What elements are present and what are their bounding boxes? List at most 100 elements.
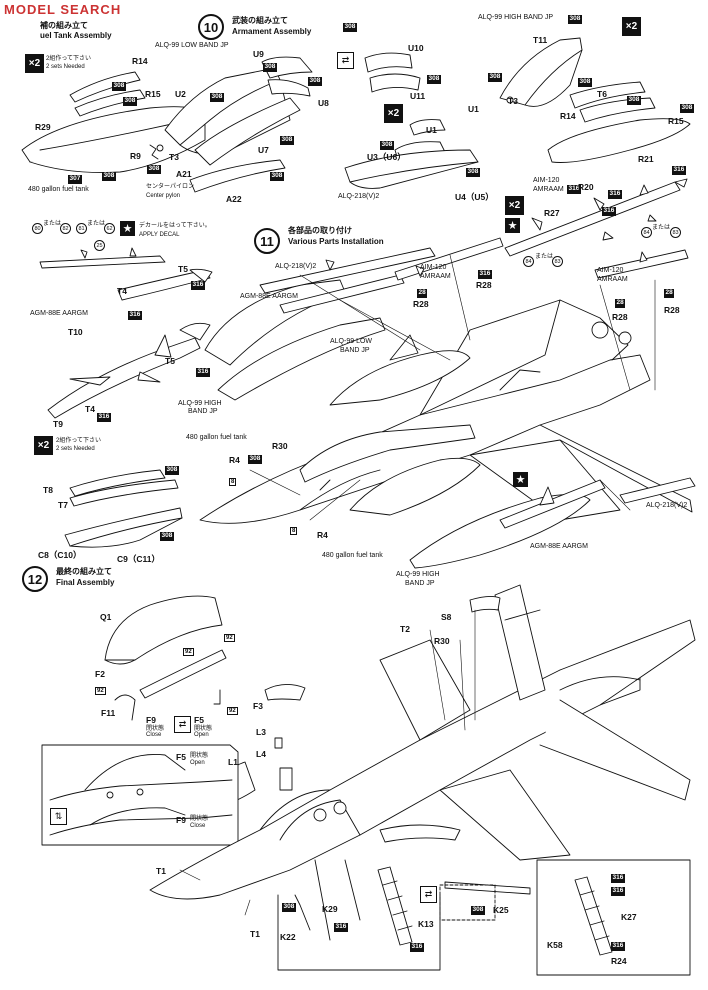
part-u1: U1 bbox=[426, 125, 437, 135]
part-r15: R15 bbox=[145, 89, 161, 99]
step12-title-en: Final Assembly bbox=[56, 578, 115, 587]
decal-92: 92 bbox=[183, 648, 194, 656]
paint-308: 308 bbox=[280, 136, 294, 145]
cockpit-open-close-inset bbox=[41, 744, 239, 846]
apply-decal-ja: デカールをはって下さい。 bbox=[139, 223, 211, 229]
part-r28: R28 bbox=[413, 299, 429, 309]
aim120-label-b: AMRAAM bbox=[533, 186, 564, 193]
part-t5: T5 bbox=[165, 356, 175, 366]
part-u3-u6: U3（U6） bbox=[367, 152, 406, 162]
part-u4-u5: U4（U5） bbox=[455, 192, 494, 202]
paint-308: 308 bbox=[308, 77, 322, 86]
part-t3: T3 bbox=[169, 152, 179, 162]
part-l3: L3 bbox=[256, 727, 266, 737]
close-ja: 閉状態 bbox=[190, 816, 209, 822]
or-ja: または bbox=[535, 254, 554, 260]
decal-83: 83 bbox=[552, 256, 563, 267]
close-ja: 閉状態 bbox=[146, 726, 165, 732]
underwing-stores-art bbox=[204, 247, 696, 569]
part-r28: R28 bbox=[476, 280, 492, 290]
paint-316: 316 bbox=[602, 207, 616, 216]
center-pylon-en: Center pylon bbox=[146, 193, 181, 199]
step12-title-ja: 最終の組み立て bbox=[56, 567, 112, 576]
part-t4: T4 bbox=[117, 286, 127, 296]
part-f11: F11 bbox=[101, 708, 116, 718]
aim120-assembly-art bbox=[504, 178, 688, 257]
open-en: Open bbox=[190, 760, 205, 766]
part-r24: R24 bbox=[611, 956, 627, 966]
part-t1: T1 bbox=[156, 866, 166, 876]
decal-8: 8 bbox=[229, 478, 237, 486]
paint-308: 308 bbox=[282, 903, 296, 912]
part-u2: U2 bbox=[175, 89, 186, 99]
part-r30: R30 bbox=[272, 441, 288, 451]
paint-316: 316 bbox=[196, 368, 210, 377]
alq99-high-short-a: ALQ-99 HIGH bbox=[178, 400, 222, 407]
part-q1: Q1 bbox=[100, 612, 112, 622]
step9-title-en: uel Tank Assembly bbox=[40, 31, 112, 40]
part-t10: T10 bbox=[68, 327, 83, 337]
decal-92: 92 bbox=[95, 687, 106, 695]
alq99-low-short-a: ALQ-99 LOW bbox=[330, 338, 373, 345]
part-k13: K13 bbox=[418, 919, 434, 929]
part-k29: K29 bbox=[322, 904, 338, 914]
paint-316: 316 bbox=[672, 166, 686, 175]
part-t2: T2 bbox=[400, 624, 410, 634]
part-u7: U7 bbox=[258, 145, 269, 155]
paint-316: 316 bbox=[97, 413, 111, 422]
paint-308: 308 bbox=[102, 172, 116, 181]
part-a21: A21 bbox=[176, 169, 192, 179]
paint-316: 316 bbox=[128, 311, 142, 320]
quantity-x2-badge: ×2 bbox=[34, 436, 53, 455]
part-f9: F9 bbox=[146, 715, 156, 725]
step-11-badge: 11 bbox=[254, 228, 280, 254]
agm88e-label: AGM-88E AARGM bbox=[30, 310, 88, 317]
part-r14: R14 bbox=[560, 111, 576, 121]
paint-308: 308 bbox=[263, 63, 277, 72]
alq99-bay-doors-art bbox=[344, 52, 479, 189]
paint-316: 316 bbox=[611, 887, 625, 896]
quantity-note-en: 2 sets Needed bbox=[46, 64, 85, 70]
decal-star-icon: ★ bbox=[120, 221, 135, 236]
paint-308: 308 bbox=[210, 93, 224, 102]
part-t4: T4 bbox=[85, 404, 95, 414]
step-10-badge: 10 bbox=[198, 14, 224, 40]
part-f3: F3 bbox=[253, 701, 263, 711]
open-ja: 開状態 bbox=[194, 726, 213, 732]
part-l1: L1 bbox=[228, 757, 238, 767]
rotate-arrows-icon: ⇄ bbox=[174, 716, 191, 733]
part-r20: R20 bbox=[578, 182, 594, 192]
pylon-parts-art bbox=[64, 469, 183, 548]
decal-80: 80 bbox=[32, 223, 43, 234]
alq99-low-pod-art bbox=[164, 56, 313, 193]
alq99-high-short-b: BAND JP bbox=[405, 580, 435, 587]
quantity-note-ja: 2組作って下さい bbox=[46, 56, 92, 62]
alq99-high-pod-art bbox=[499, 37, 691, 163]
agm88e-label: AGM-88E AARGM bbox=[240, 293, 298, 300]
quantity-note-en: 2 sets Needed bbox=[56, 446, 95, 452]
part-r30: R30 bbox=[434, 636, 450, 646]
part-r28: R28 bbox=[664, 305, 680, 315]
alq99-low-short-b: BAND JP bbox=[340, 347, 370, 354]
alq218-label: ALQ-218(V)2 bbox=[338, 193, 380, 200]
paint-28: 28 bbox=[417, 289, 428, 298]
paint-316: 316 bbox=[410, 943, 424, 952]
part-r29: R29 bbox=[35, 122, 51, 132]
alq99-high-short-a: ALQ-99 HIGH bbox=[396, 571, 440, 578]
close-en: Close bbox=[146, 732, 162, 738]
aim120-label-a: AIM-120 bbox=[597, 267, 624, 274]
quantity-x2-badge: ×2 bbox=[622, 17, 641, 36]
aim120-label-a: AIM-120 bbox=[533, 177, 560, 184]
paint-316: 316 bbox=[611, 874, 625, 883]
apply-decal-en: APPLY DECAL bbox=[139, 232, 180, 238]
paint-308: 308 bbox=[578, 78, 592, 87]
leader-lines-11 bbox=[249, 254, 656, 521]
decal-25: 25 bbox=[94, 240, 105, 251]
part-c9-c11: C9（C11） bbox=[117, 554, 160, 564]
part-f5: F5 bbox=[176, 752, 186, 762]
or-ja: または bbox=[43, 221, 62, 227]
fuel-tank-label: 480 gallon fuel tank bbox=[322, 552, 383, 559]
paint-316: 316 bbox=[334, 923, 348, 932]
paint-316: 316 bbox=[567, 185, 581, 194]
